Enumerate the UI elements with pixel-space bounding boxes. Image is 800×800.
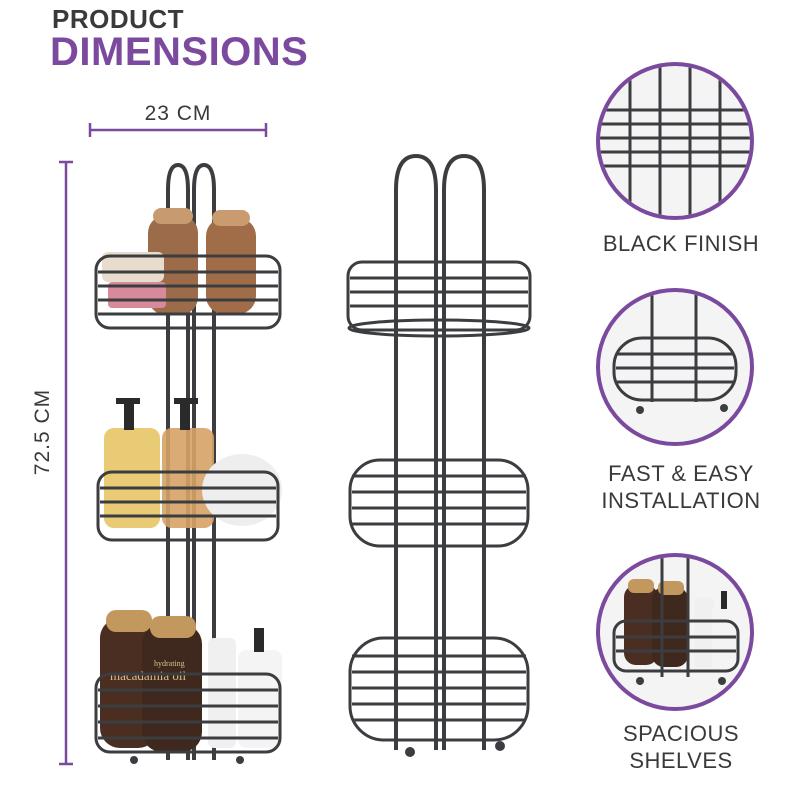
feature-circle-black-finish (596, 62, 754, 220)
width-dimension-label: 23 CM (144, 102, 212, 125)
feature-circle-spacious-shelves (596, 553, 754, 711)
bottle-line-text: hydrating (154, 659, 185, 668)
header-title-main: DIMENSIONS (50, 30, 309, 74)
height-dimension-line (59, 160, 73, 766)
feature-label-spacious-shelves: SPACIOUS SHELVES (622, 721, 740, 773)
feature-circle-installation (596, 288, 754, 446)
height-dimension-label: 72.5 CM (31, 388, 54, 476)
basket-bottles-icon (612, 557, 740, 685)
width-dimension-line (88, 123, 268, 137)
feature-label-installation: FAST & EASY INSTALLATION (601, 461, 761, 513)
basket-closeup-icon (600, 66, 750, 216)
feature-label-black-finish: BLACK FINISH (602, 231, 760, 256)
bottom-shelf-products: macadamia oil hydrating (100, 610, 282, 752)
basket-installation-icon (612, 292, 738, 414)
caddy-with-products-image: macadamia oil hydrating (94, 162, 282, 764)
header-title-top: PRODUCT (52, 4, 185, 34)
empty-caddy-image (346, 153, 532, 757)
